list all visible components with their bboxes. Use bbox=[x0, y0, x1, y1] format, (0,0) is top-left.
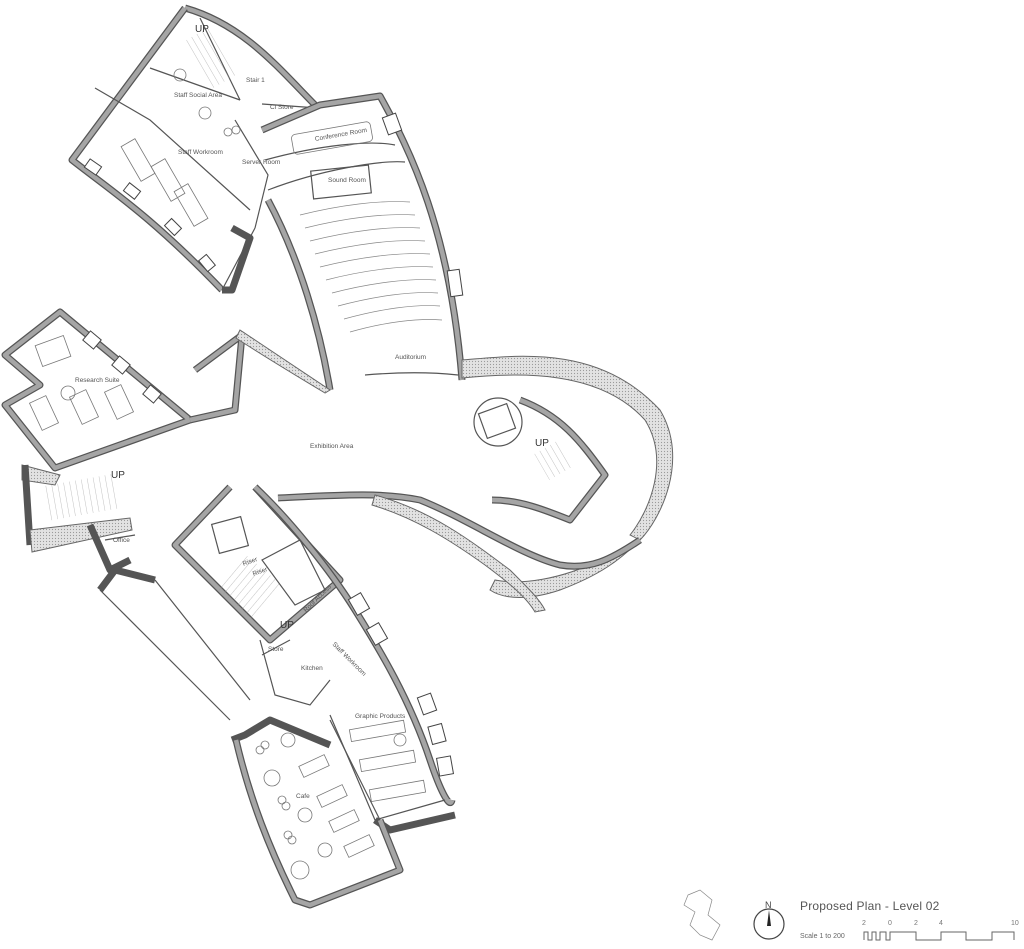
scale-tick: 2 bbox=[862, 920, 866, 927]
south-wing bbox=[97, 484, 456, 909]
north-label: N bbox=[765, 900, 772, 910]
research-suite-wing bbox=[1, 308, 331, 472]
room-label-staff-workroom: Staff Workroom bbox=[178, 149, 223, 156]
stair-up-marker-east: UP bbox=[535, 438, 549, 449]
room-label-cafe: Cafe bbox=[296, 793, 310, 800]
room-label-exhibition-area: Exhibition Area bbox=[310, 443, 354, 450]
key-plan bbox=[683, 889, 721, 941]
exhibition-walls bbox=[277, 355, 674, 613]
room-label-stair-1: Stair 1 bbox=[246, 77, 265, 84]
stair-up-marker-north: UP bbox=[195, 24, 209, 35]
scale-tick: 4 bbox=[939, 920, 943, 927]
room-label-office: Office bbox=[113, 537, 130, 544]
room-label-sound-room: Sound Room bbox=[328, 177, 366, 184]
scale-tick: 2 bbox=[914, 920, 918, 927]
scale-label: Scale 1 to 200 bbox=[800, 933, 845, 940]
north-wing bbox=[68, 4, 466, 391]
north-arrow bbox=[753, 908, 785, 940]
room-label-staff-social-area: Staff Social Area bbox=[174, 92, 222, 99]
scale-tick: 0 bbox=[888, 920, 892, 927]
drawing-title: Proposed Plan - Level 02 bbox=[800, 899, 940, 913]
west-stair-block bbox=[21, 464, 136, 574]
room-label-cl-store: Cl Store bbox=[270, 104, 294, 111]
stair-up-marker-core: UP bbox=[280, 620, 294, 631]
room-label-research-suite: Research Suite bbox=[75, 377, 120, 384]
room-label-kitchen: Kitchen bbox=[301, 665, 323, 672]
room-label-store: Store bbox=[268, 646, 284, 653]
room-label-graphic-products: Graphic Products bbox=[355, 713, 406, 720]
scale-tick: 10 bbox=[1011, 920, 1019, 927]
room-label-server-room: Server Room bbox=[242, 159, 281, 166]
scale-bar bbox=[863, 931, 1015, 941]
stair-up-marker-west: UP bbox=[111, 470, 125, 481]
room-label-auditorium: Auditorium bbox=[395, 354, 427, 361]
